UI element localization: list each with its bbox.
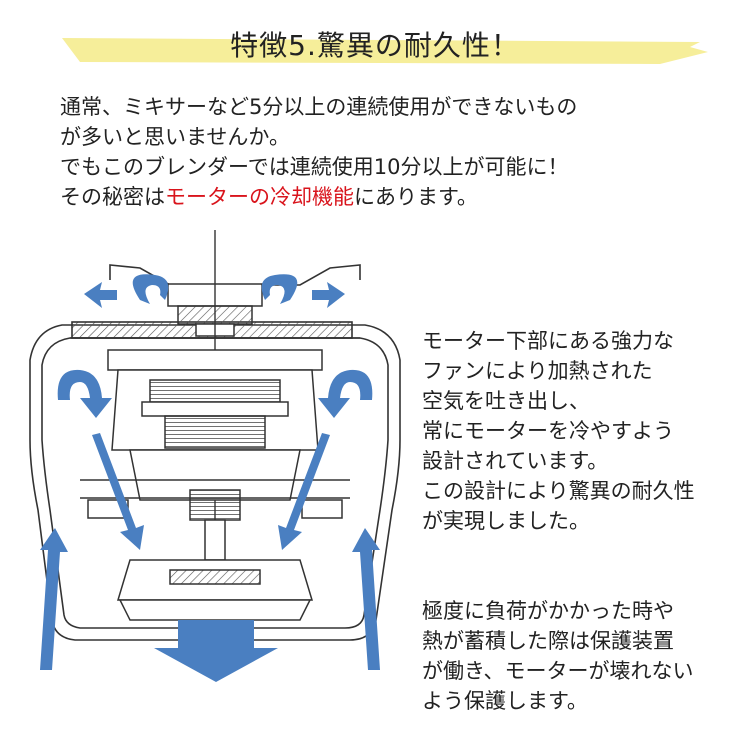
intro-text: 通常、ミキサーなど5分以上の連続使用ができないもの が多いと思いませんか。 でも…	[60, 92, 577, 212]
top-coupler	[167, 230, 263, 590]
side-text-protection-description: 極度に負荷がかかった時や 熱が蓄積した際は保護装置 が働き、モーターが壊れない …	[422, 596, 694, 716]
motor-assembly	[80, 349, 350, 561]
side1-line: 設計されています。	[422, 449, 609, 473]
cooling-fan	[116, 559, 314, 621]
intro-line-3: でもこのブレンダーでは連続使用10分以上が可能に！	[60, 155, 569, 179]
highlight-motor-cooling: モーターの冷却機能	[165, 185, 354, 209]
intro-line-4: その秘密はモーターの冷却機能にあります。	[60, 182, 577, 212]
side1-line: が実現しました。	[422, 509, 590, 533]
airflow-arrows	[40, 274, 380, 682]
intro-line-4-after: にあります。	[354, 185, 478, 209]
side1-line: 常にモーターを冷やすよう	[422, 419, 674, 443]
side1-line: 空気を吐き出し、	[422, 389, 590, 413]
side1-line: ファンにより加熱された	[422, 359, 653, 383]
intro-line-4-before: その秘密は	[60, 185, 165, 209]
intro-line-1: 通常、ミキサーなど5分以上の連続使用ができないもの	[60, 95, 578, 119]
side2-line: が働き、モーターが壊れない	[422, 659, 694, 683]
intro-line-2: が多いと思いませんか。	[60, 125, 290, 149]
motor-cross-section-diagram	[29, 230, 401, 682]
side1-line: この設計により驚異の耐久性	[422, 479, 695, 503]
side-text-fan-description: モーター下部にある強力な ファンにより加熱された 空気を吐き出し、 常にモーター…	[422, 326, 695, 536]
side1-line: モーター下部にある強力な	[422, 329, 674, 353]
page-title: 特徴5.驚異の耐久性！	[230, 29, 520, 62]
side2-line: よう保護します。	[422, 689, 588, 713]
side2-line: 熱が蓄積した際は保護装置	[422, 629, 674, 653]
side2-line: 極度に負荷がかかった時や	[422, 599, 674, 623]
title-highlight-banner	[62, 38, 708, 64]
